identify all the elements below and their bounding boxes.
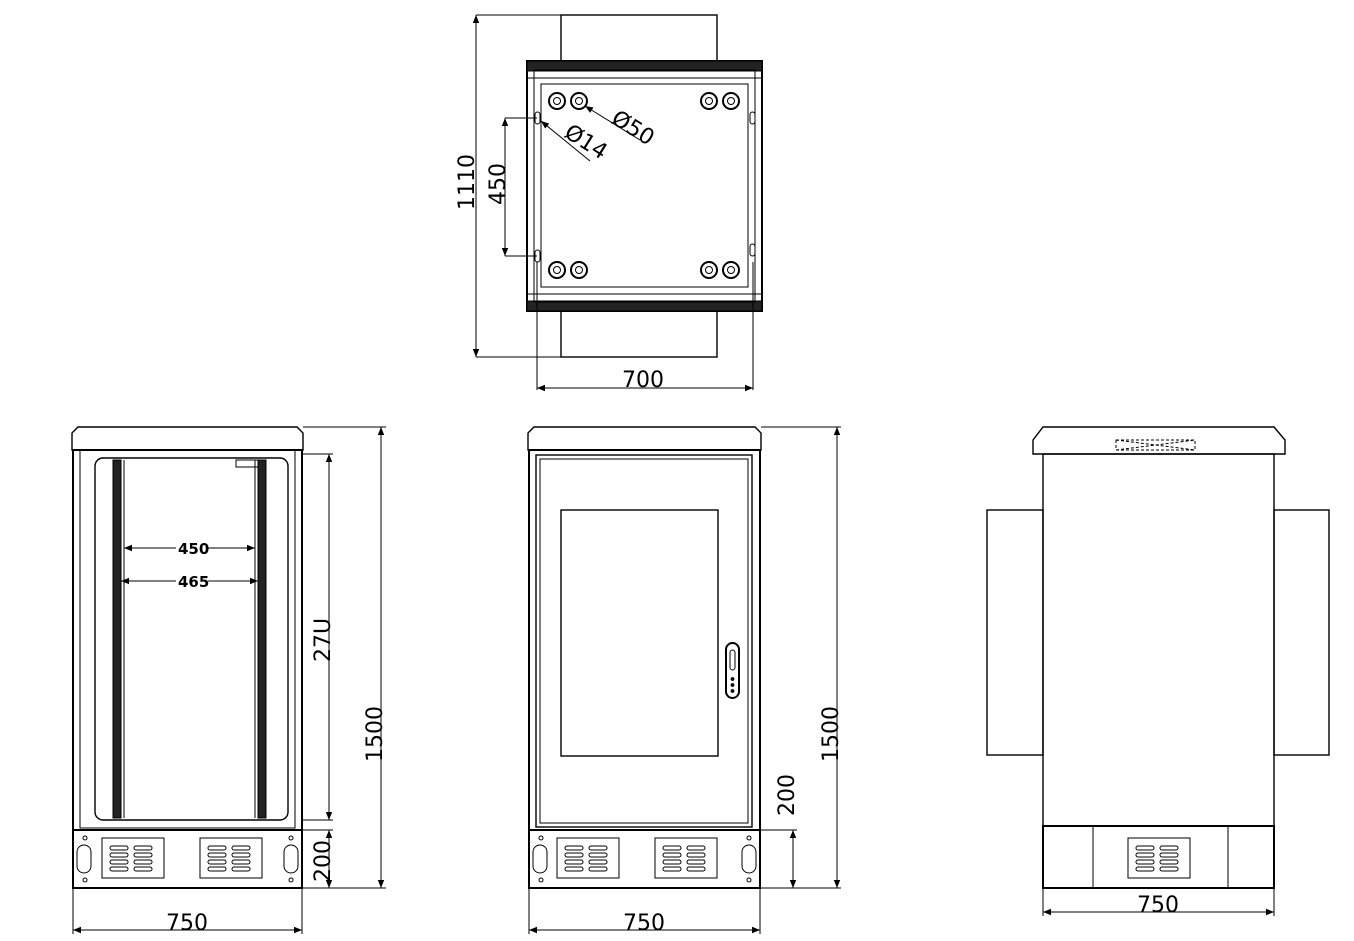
leader-large-hole <box>584 105 641 141</box>
front-door-view: 200 1500 750 <box>527 426 844 936</box>
height-dim-label: 1500 <box>819 706 844 762</box>
plinth-dim-label: 200 <box>775 774 800 816</box>
leader-small-hole <box>540 120 591 162</box>
cabinet-body <box>72 449 303 831</box>
width-dim-label: 750 <box>1137 893 1179 918</box>
width-dim-label: 750 <box>623 911 665 936</box>
hole-small-label: Ø14 <box>560 120 612 165</box>
plinth <box>72 829 303 889</box>
door-window <box>560 509 719 757</box>
roof <box>527 426 762 451</box>
top-protrusion <box>560 14 718 62</box>
handle-icon <box>283 844 299 874</box>
rail-inner-label: 450 <box>178 540 209 558</box>
mount-slot <box>749 111 756 125</box>
vent-icon <box>654 837 718 879</box>
plinth <box>1042 825 1275 889</box>
top-outline <box>526 60 763 312</box>
left-rail <box>112 459 122 819</box>
roof <box>71 426 304 451</box>
caster-icon <box>570 261 588 279</box>
door <box>535 454 753 828</box>
top-view: Ø50 Ø14 1110 450 700 <box>455 14 763 393</box>
plinth <box>528 829 761 889</box>
handle-icon <box>741 844 757 874</box>
cabinet-body <box>1042 453 1275 827</box>
bottom-edge-band <box>526 300 763 312</box>
door-lock-icon <box>725 642 740 699</box>
handle-icon <box>532 844 548 874</box>
caster-icon <box>722 92 740 110</box>
hole-large-label: Ø50 <box>607 106 659 151</box>
depth-dim-label: 1110 <box>455 154 480 210</box>
door-frame <box>94 457 289 821</box>
vent-icon <box>556 837 620 879</box>
right-ac-unit <box>1273 509 1330 756</box>
vent-icon <box>199 837 263 879</box>
bottom-protrusion <box>560 310 718 358</box>
caster-icon <box>548 261 566 279</box>
mount-spacing-label: 450 <box>486 163 511 205</box>
floor-plate <box>540 83 749 288</box>
caster-icon <box>700 92 718 110</box>
right-rail <box>257 459 267 819</box>
vent-icon <box>1127 837 1191 879</box>
left-ac-unit <box>986 509 1044 756</box>
rack-units-label: 27U <box>311 618 336 662</box>
handle-icon <box>76 844 92 874</box>
width-dim-label: 700 <box>622 368 664 393</box>
roof <box>1032 426 1286 455</box>
cabinet-body <box>528 449 761 831</box>
vent-icon <box>101 837 165 879</box>
caster-icon <box>570 92 588 110</box>
top-edge-band <box>526 60 763 72</box>
width-dim-label: 750 <box>166 911 208 936</box>
rail-outer-label: 465 <box>178 573 209 591</box>
front-open-view: 450 465 27U 200 1500 750 <box>71 426 388 936</box>
side-view: 750 <box>986 426 1330 918</box>
caster-icon <box>700 261 718 279</box>
mount-slot <box>749 243 756 257</box>
caster-icon <box>722 261 740 279</box>
caster-icon <box>548 92 566 110</box>
height-dim-label: 1500 <box>363 706 388 762</box>
roof-vent <box>1115 439 1196 451</box>
plinth-dim-label: 200 <box>311 840 336 882</box>
